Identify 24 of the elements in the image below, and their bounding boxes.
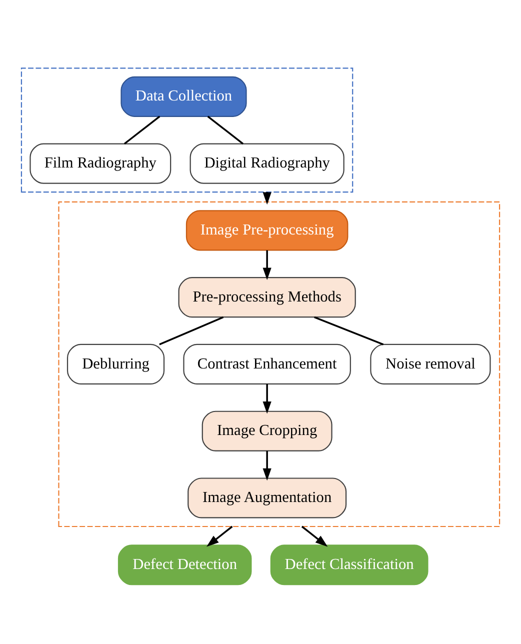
node-box: Noise removal	[370, 344, 491, 384]
node-box: Defect Detection	[118, 544, 252, 586]
connector	[159, 316, 224, 346]
node-box: Image Augmentation	[188, 478, 347, 518]
connector	[314, 316, 384, 346]
arrow	[262, 450, 272, 481]
node-box: Image Pre-processing	[186, 210, 348, 251]
node-box: Defect Classification	[270, 544, 428, 586]
arrow	[262, 384, 272, 414]
node-box: Image Cropping	[202, 410, 332, 452]
arrow	[262, 192, 272, 205]
node-box: Digital Radiography	[190, 143, 344, 184]
node-box: Data Collection	[120, 76, 247, 117]
arrow	[206, 526, 233, 547]
node-box: Film Radiography	[30, 143, 172, 184]
connector	[124, 116, 160, 144]
node-box: Deblurring	[66, 344, 165, 384]
cluster	[20, 68, 354, 193]
arrow	[262, 250, 272, 280]
connector	[207, 116, 244, 144]
cluster	[58, 201, 500, 528]
node-box: Contrast Enhancement	[183, 344, 351, 384]
node-box: Pre-processing Methods	[178, 277, 356, 318]
arrow	[301, 526, 328, 547]
